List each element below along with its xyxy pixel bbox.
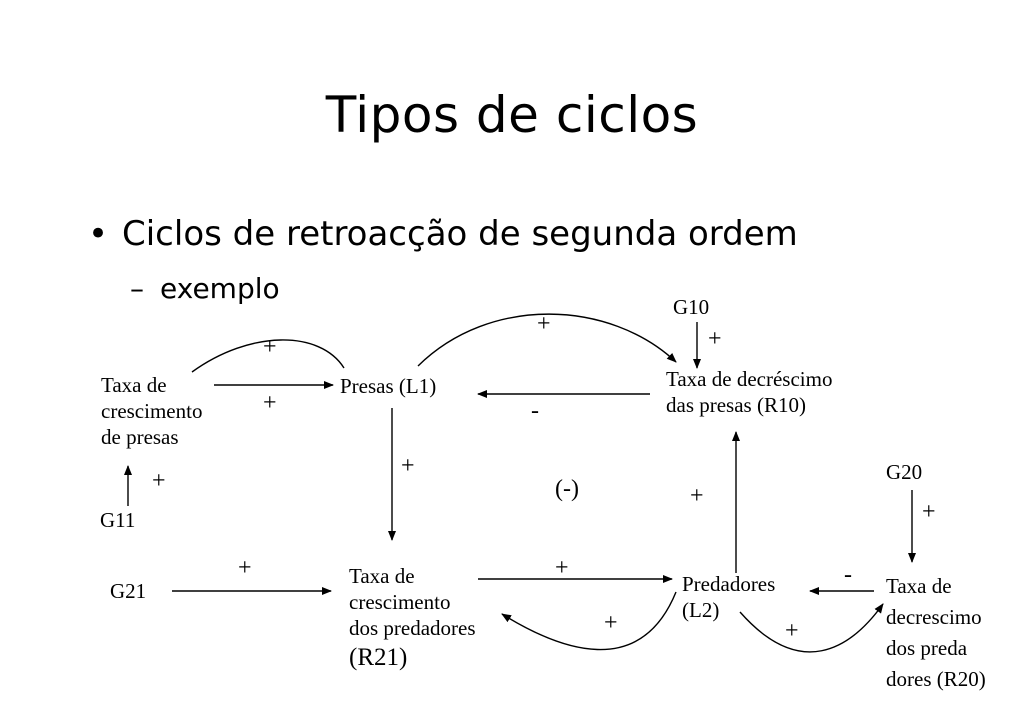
node-predadores: Predadores (L2) <box>682 571 775 623</box>
node-line: dores (R20) <box>886 667 986 691</box>
slide-title: Tipos de ciclos <box>325 86 699 144</box>
node-taxa-crescimento-predadores: Taxa de crescimento dos predadores (R21) <box>349 563 476 675</box>
node-line: das presas (R10) <box>666 393 806 417</box>
node-line: crescimento <box>349 590 451 614</box>
curve-predators-to-predator-growth <box>501 591 677 651</box>
sign-plus: + <box>263 390 277 416</box>
node-line: Taxa de <box>101 373 167 397</box>
node-g10: G10 <box>673 295 710 319</box>
node-line: Taxa de decréscimo <box>666 367 833 391</box>
sign-plus: + <box>922 499 936 525</box>
loop-polarity-label: (-) <box>555 476 579 502</box>
node-line: dos preda <box>886 636 968 660</box>
node-line: decrescimo <box>886 605 982 629</box>
node-taxa-decrescimo-presas: Taxa de decréscimo das presas (R10) <box>666 366 832 418</box>
node-presas: Presas (L1) <box>340 374 437 398</box>
node-taxa-decrescimo-predadores: Taxa de decrescimo dos preda dores (R20) <box>886 571 986 695</box>
curve-prey-to-decrease <box>417 313 677 367</box>
node-line: de presas <box>101 425 179 449</box>
node-line: (R21) <box>349 644 408 671</box>
sign-plus: + <box>152 468 166 494</box>
sub-bullet-text: exemplo <box>160 272 280 305</box>
sub-bullet-marker: – <box>130 272 144 305</box>
sign-plus: + <box>263 334 277 360</box>
node-g20: G20 <box>886 460 923 484</box>
curve-predators-to-predator-decrease <box>739 603 884 653</box>
sign-minus: - <box>531 398 539 424</box>
sign-plus: + <box>537 311 551 337</box>
bullet-item: • Ciclos de retroacção de segunda ordem <box>88 214 798 254</box>
sign-plus: + <box>708 326 722 352</box>
node-line: crescimento <box>101 399 203 423</box>
node-line: Taxa de <box>886 574 952 598</box>
sign-minus: - <box>844 562 852 588</box>
sub-bullet-item: –exemplo <box>130 272 280 305</box>
node-g11: G11 <box>100 508 136 532</box>
sign-plus: + <box>555 555 569 581</box>
sign-plus: + <box>604 610 618 636</box>
bullet-marker: • <box>88 214 109 254</box>
sign-plus: + <box>785 618 799 644</box>
bullet-text: Ciclos de retroacção de segunda ordem <box>122 214 798 254</box>
node-taxa-crescimento-presas: Taxa de crescimento de presas <box>101 372 202 450</box>
node-line: dos predadores <box>349 616 476 640</box>
node-g21: G21 <box>110 579 147 603</box>
curve-growth-prey <box>191 339 345 373</box>
sign-plus: + <box>401 453 415 479</box>
sign-plus: + <box>238 555 252 581</box>
node-line: (L2) <box>682 598 720 622</box>
sign-plus: + <box>690 483 704 509</box>
node-line: Predadores <box>682 572 776 596</box>
node-line: Taxa de <box>349 564 415 588</box>
